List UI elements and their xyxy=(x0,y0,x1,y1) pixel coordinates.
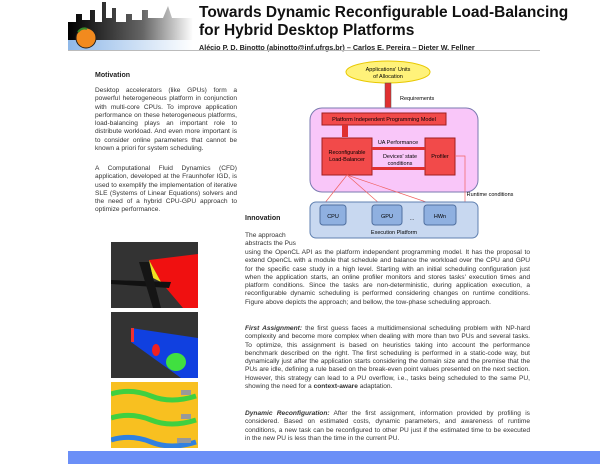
motivation-paragraph-1: Desktop accelerators (like GPUs) form a … xyxy=(95,87,237,153)
motivation-heading: Motivation xyxy=(95,72,130,79)
poster-title: Towards Dynamic Reconfigurable Load-Bala… xyxy=(199,4,568,40)
ua-performance-label: UA Performance xyxy=(378,140,418,146)
load-balancer-label: Reconfigurable xyxy=(329,150,366,156)
innovation-body: using the OpenCL API as the platform ind… xyxy=(245,249,530,306)
load-balancer-label-2: Load-Balancer xyxy=(329,157,365,163)
header-divider xyxy=(68,50,540,51)
skyline-logo xyxy=(68,2,193,50)
pipm-box xyxy=(321,112,447,126)
cfd-flow-image xyxy=(111,382,198,448)
ellipsis: ... xyxy=(410,216,415,222)
dynamic-reconfiguration-label: Dynamic Reconfiguration: xyxy=(245,410,330,417)
runtime-conditions-label: Runtime conditions xyxy=(467,192,514,198)
device-state-label: Devices' state xyxy=(383,154,417,160)
first-assignment-text: the first guess faces a multidimensional… xyxy=(245,325,530,391)
footer-band xyxy=(68,451,600,464)
profiler-label: Profiler xyxy=(431,154,449,160)
innovation-lead: The approach abstracts the Pus xyxy=(245,232,296,248)
title-line-1: Towards Dynamic Reconfigurable Load-Bala… xyxy=(199,4,569,21)
motivation-paragraph-2: A Computational Fluid Dynamics (CFD) app… xyxy=(95,165,237,214)
device-state-label-2: conditions xyxy=(388,161,413,167)
cpu-label: CPU xyxy=(327,214,339,220)
first-assignment-text-end: adaptation. xyxy=(357,383,393,391)
gpu-label: GPU xyxy=(381,214,393,220)
profiler-box xyxy=(424,137,456,176)
title-line-2: for Hybrid Desktop Platforms xyxy=(199,22,415,39)
requirements-label: Requirements xyxy=(400,96,434,102)
dynamic-reconfiguration-paragraph: Dynamic Reconfiguration: After the first… xyxy=(245,410,530,443)
load-balancer-box xyxy=(321,137,373,176)
dynamic-reconfiguration-text: After the first assignment, information … xyxy=(245,410,530,442)
first-assignment-paragraph: First Assignment: the first guess faces … xyxy=(245,325,530,391)
hwn-label: HWn xyxy=(434,214,446,220)
execution-platform-label: Execution Platform xyxy=(371,230,418,236)
cfd-airplane-image xyxy=(111,242,198,308)
authors: Alécio P. D. Binotto (abinotto@inf.ufrgs… xyxy=(199,43,475,52)
cfd-wing-image xyxy=(111,312,198,378)
app-units-label: Applications' Units xyxy=(366,67,411,73)
pipm-label: Platform Independent Programming Model xyxy=(332,117,436,123)
architecture-diagram: Applications' Units of Allocation Requir… xyxy=(309,60,514,239)
app-units-label-2: of Allocation xyxy=(373,74,403,80)
first-assignment-label: First Assignment: xyxy=(245,325,303,332)
context-aware-term: context-aware xyxy=(313,383,358,391)
innovation-heading: Innovation xyxy=(245,215,281,222)
